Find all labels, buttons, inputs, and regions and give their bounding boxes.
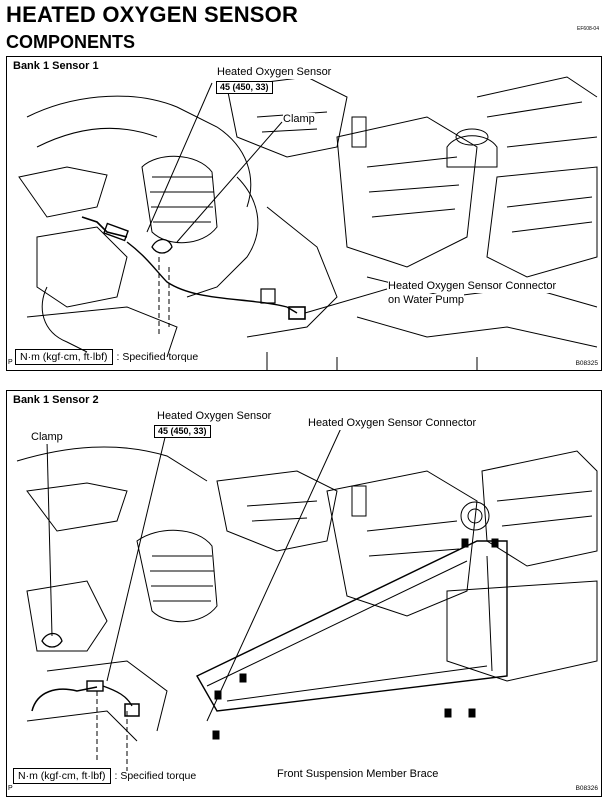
engine-illustration-sensor2 — [16, 425, 598, 771]
panel2-brace-label: Front Suspension Member Brace — [277, 768, 439, 781]
panel2-corner-mark: P — [8, 785, 13, 792]
panel2-clamp-label: Clamp — [31, 431, 63, 444]
page-title: HEATED OXYGEN SENSOR — [6, 2, 299, 27]
panel1-torque-value: 45 (450, 33) — [216, 81, 273, 94]
panel1-sensor-label: Heated Oxygen Sensor — [217, 66, 332, 79]
panel2-sensor-label: Heated Oxygen Sensor — [157, 410, 272, 423]
panel2-heading: Bank 1 Sensor 2 — [13, 394, 99, 406]
panel1-heading: Bank 1 Sensor 1 — [13, 60, 99, 72]
panel2-torque-legend: N·m (kgf·cm, ft·lbf): Specified torque — [13, 768, 196, 784]
panel1-figure-code: B08325 — [575, 360, 598, 367]
panel1-legend-unit: N·m (kgf·cm, ft·lbf) — [15, 349, 113, 365]
engine-illustration-sensor1 — [18, 76, 598, 370]
panel1-torque-legend: N·m (kgf·cm, ft·lbf): Specified torque — [15, 349, 198, 365]
panel1-corner-mark: P — [8, 359, 13, 366]
panel2-legend-unit: N·m (kgf·cm, ft·lbf) — [13, 768, 111, 784]
section-subtitle: COMPONENTS — [6, 32, 136, 52]
bank1-sensor1-panel: Bank 1 Sensor 1 Heated Oxygen Sensor 45 … — [6, 56, 602, 371]
bank1-sensor2-panel: Bank 1 Sensor 2 Heated Oxygen Sensor 45 … — [6, 390, 602, 797]
page-code: EF608-04 — [577, 26, 599, 32]
panel2-figure-code: B08326 — [575, 785, 598, 792]
panel1-connector-label-line2: on Water Pump — [388, 294, 465, 307]
panel1-clamp-label: Clamp — [283, 113, 315, 126]
panel2-torque-value: 45 (450, 33) — [154, 425, 211, 438]
panel2-legend-text: : Specified torque — [114, 770, 197, 782]
panel2-connector-label: Heated Oxygen Sensor Connector — [308, 417, 477, 430]
panel1-legend-text: : Specified torque — [116, 351, 199, 363]
panel1-connector-label-line1: Heated Oxygen Sensor Connector — [388, 280, 557, 293]
